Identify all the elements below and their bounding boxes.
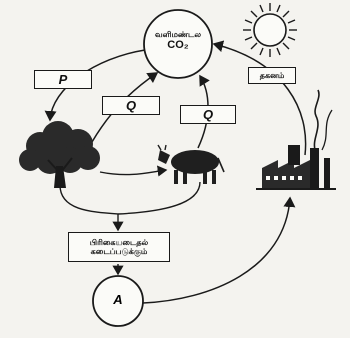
a-circle xyxy=(92,275,144,327)
label-decomposition-box: பிரிகையடைதல் கடைப்படுக்கும் xyxy=(68,232,170,262)
line-cow-down xyxy=(117,181,201,215)
label-combustion-box: தகனம் xyxy=(248,67,296,84)
decomposition-line1: பிரிகையடைதல் xyxy=(89,238,149,247)
arrow-a-to-factory xyxy=(142,196,296,304)
co2-pool-label: வளிமண்டல CO₂ xyxy=(148,30,208,51)
label-q-left-box: Q xyxy=(102,96,160,115)
co2-pool-circle xyxy=(143,9,213,79)
arrow-tree-to-cow xyxy=(99,165,168,177)
co2-pool-line1: வளிமண்டல xyxy=(154,30,202,39)
factory-icon xyxy=(256,89,336,190)
sun-icon xyxy=(243,3,297,57)
line-tree-down xyxy=(59,184,119,215)
label-p-box: P xyxy=(34,70,92,89)
label-q-right-box: Q xyxy=(180,105,236,124)
cow-icon xyxy=(157,144,225,184)
arrow-factory-to-co2 xyxy=(212,40,307,156)
co2-pool-line2: CO₂ xyxy=(167,39,189,51)
decomposition-line2: கடைப்படுக்கும் xyxy=(90,247,148,256)
label-a: A xyxy=(113,292,123,307)
tree-icon xyxy=(19,121,100,188)
